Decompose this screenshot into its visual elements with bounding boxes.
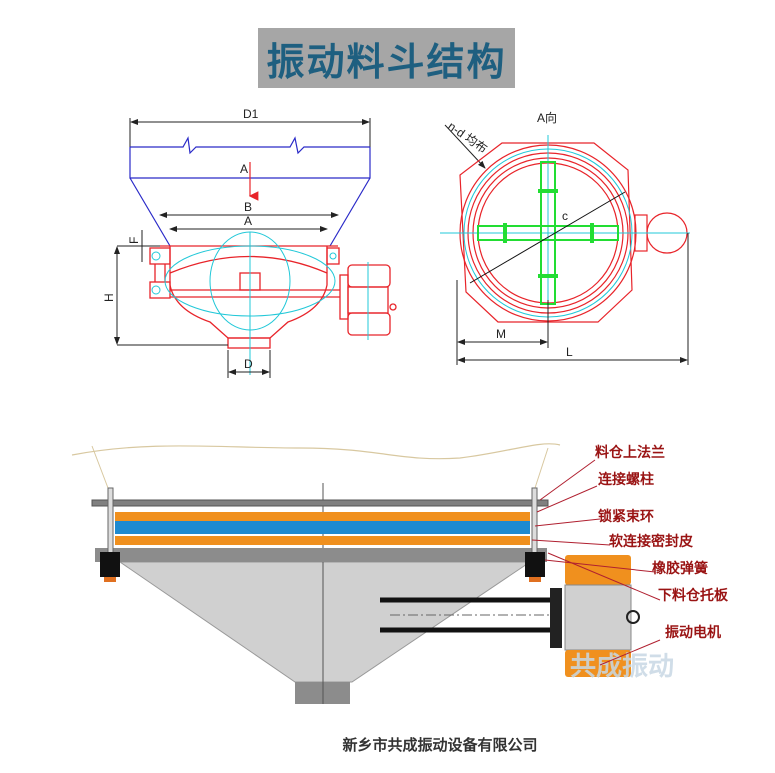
leader-lines [531,459,661,666]
side-view: D1 A B A [102,107,397,378]
spring-right [525,487,545,582]
section-view: 共成振动 料仓上法兰 连接螺柱 锁紧束环 软连接密封皮 橡胶弹簧 下料仓托板 振… [71,443,729,704]
label-upper-flange: 料仓上法兰 [595,444,665,461]
label-rubber-spring: 橡胶弹簧 [652,560,708,577]
dim-d1-label: D1 [243,107,259,121]
part-labels: 料仓上法兰 连接螺柱 锁紧束环 软连接密封皮 橡胶弹簧 下料仓托板 振动电机 [595,444,729,641]
label-lower-plate: 下料仓托板 [658,587,729,604]
vibration-motor [564,555,640,677]
holes-note: n-d 均布 [445,119,490,156]
top-view: A向 n-d 均布 c M [440,110,690,365]
dim-b-label: B [244,200,252,214]
view-arrow-label: A [240,162,248,176]
label-lock-clamp-ring: 锁紧束环 [598,508,654,525]
title: 振动料斗结构 [266,39,507,84]
hopper-body [149,245,397,349]
label-vibration-motor: 振动电机 [665,624,721,641]
dim-f-label: F [127,237,141,244]
dim-l-label: L [566,345,573,359]
dim-a-label: A [244,214,252,228]
dim-h-label: H [102,293,116,302]
label-soft-seal: 软连接密封皮 [609,533,693,550]
title-banner: 振动料斗结构 [258,28,515,88]
top-view-title: A向 [537,110,557,125]
watermark: 共成振动 [570,652,674,682]
dim-m-label: M [496,327,506,341]
diameter-label: c [562,209,568,223]
spring-left [100,487,120,582]
company-name: 新乡市共成振动设备有限公司 [342,736,537,754]
dim-d-label: D [244,357,253,371]
label-connecting-stud: 连接螺柱 [598,471,654,488]
